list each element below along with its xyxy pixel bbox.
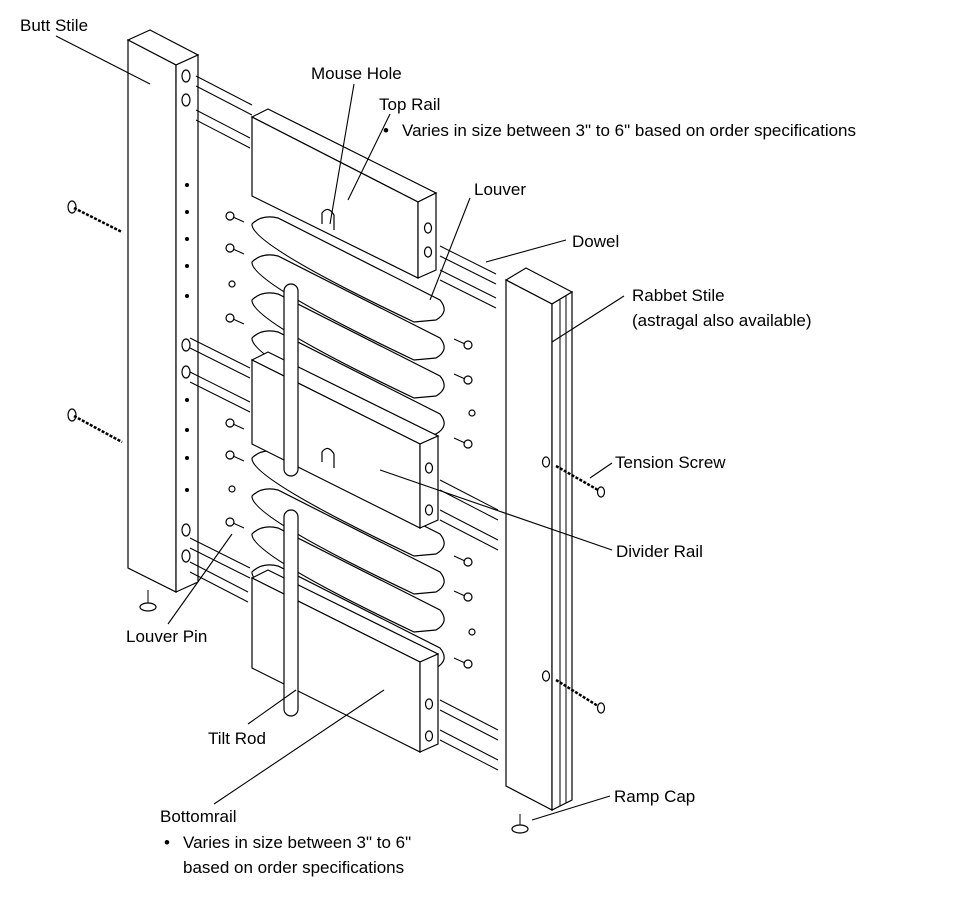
right-tension-screws [555,464,606,714]
label-dowel: Dowel [572,232,619,251]
label-tilt-rod: Tilt Rod [208,729,266,748]
label-ramp-cap: Ramp Cap [614,787,695,806]
label-bottomrail-note-2: based on order specifications [183,858,404,877]
mouse-hole-divider [321,447,335,468]
label-butt-stile: Butt Stile [20,16,88,35]
label-louver-pin: Louver Pin [126,627,207,646]
ramp-cap-right [511,814,529,834]
left-dowels [189,75,253,603]
label-louver: Louver [474,180,526,199]
rabbet-stile [504,267,574,834]
bottomrail-bullet: • [164,833,170,852]
stile-holes [181,69,191,563]
labels: Butt Stile Mouse Hole Top Rail • Varies … [20,16,856,877]
label-rabbet-stile: Rabbet Stile [632,286,725,305]
label-top-rail: Top Rail [379,95,440,114]
label-divider-rail: Divider Rail [616,542,703,561]
label-bottomrail-note-1: Varies in size between 3" to 6" [183,833,411,852]
label-tension-screw: Tension Screw [615,453,726,472]
label-bottomrail: Bottomrail [160,807,237,826]
label-top-rail-note: Varies in size between 3" to 6" based on… [402,121,856,140]
top-rail-bullet: • [383,121,389,140]
label-mouse-hole: Mouse Hole [311,64,402,83]
tilt-rods [283,283,299,717]
louver-pins-right [453,338,476,669]
label-rabbet-stile-note: (astragal also available) [632,311,812,330]
mouse-hole-top [321,208,335,230]
louver-pins-left [225,211,245,529]
leader-lines [55,35,625,821]
louvers-upper [251,216,445,437]
ramp-cap-left [139,590,157,612]
butt-stile [126,29,200,612]
left-tension-screws [67,200,123,444]
